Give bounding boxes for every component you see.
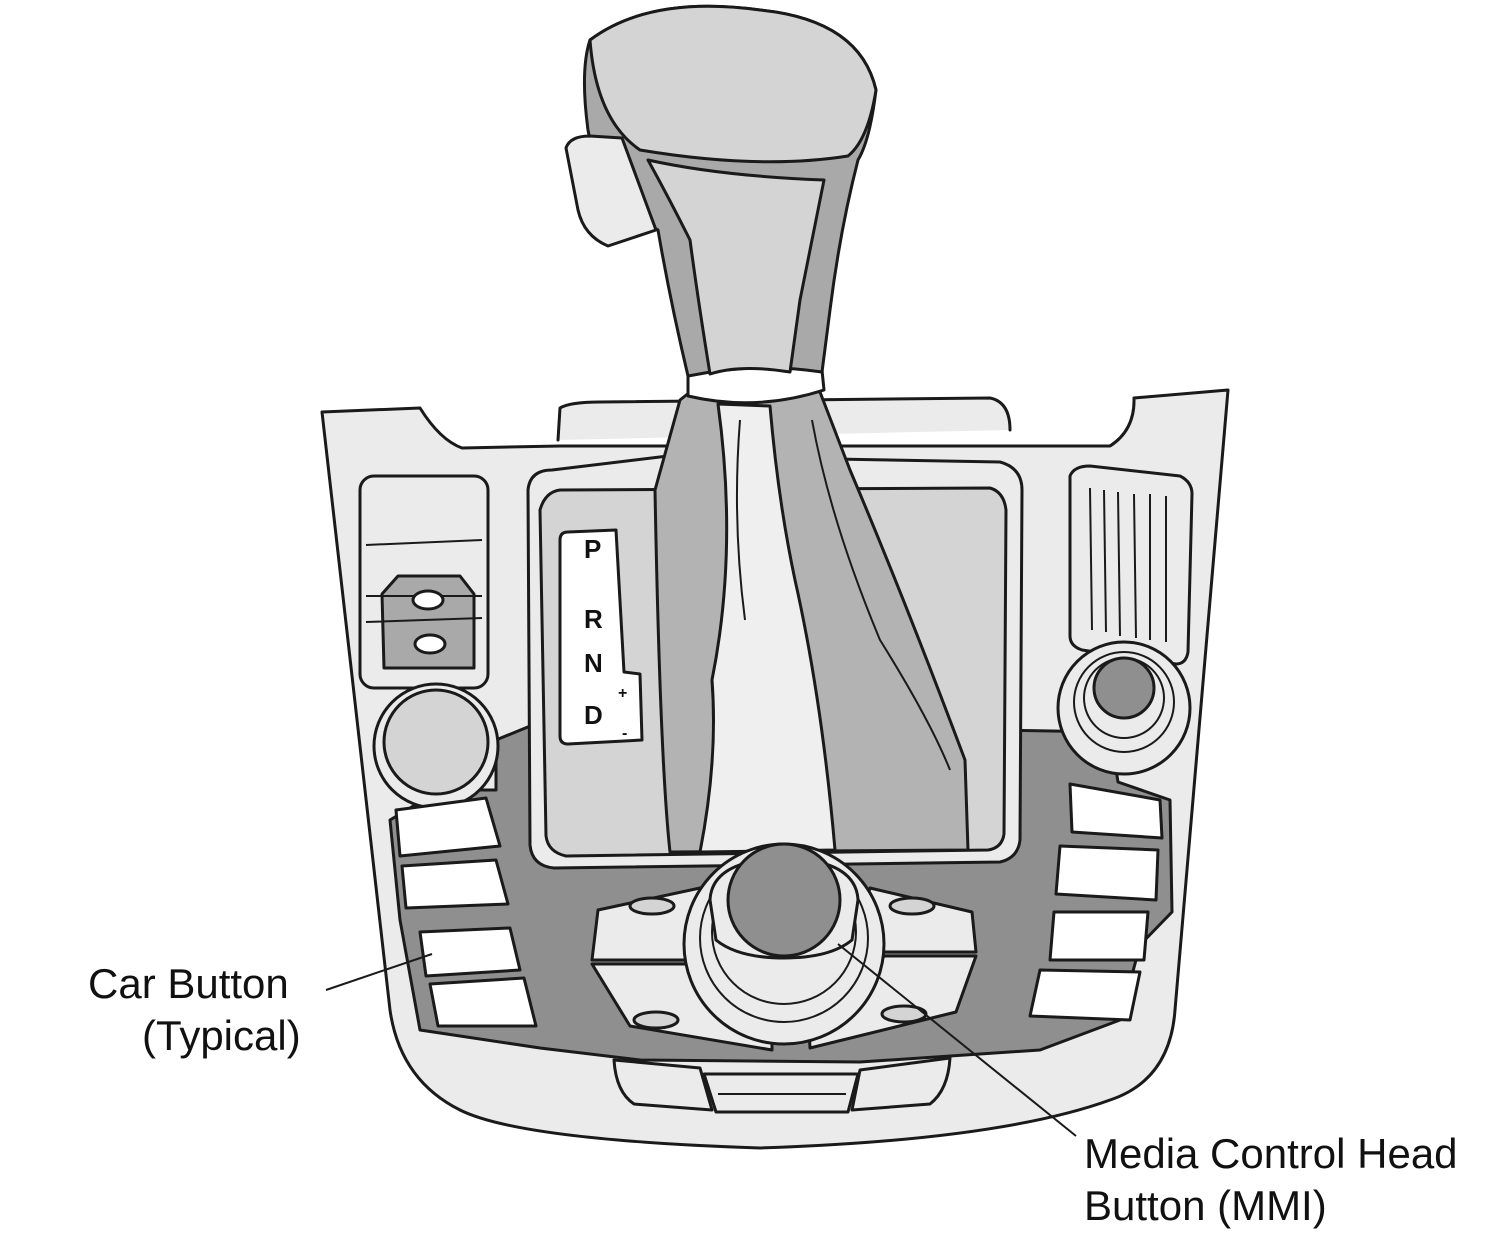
right-button-1[interactable] (1068, 782, 1164, 840)
gear-minus: - (622, 725, 627, 742)
mmi-button-label-line1: Media Control Head (1084, 1130, 1458, 1177)
bottom-button-left[interactable] (612, 1058, 714, 1112)
knob-release-button[interactable] (564, 134, 658, 248)
gear-plus: + (618, 685, 627, 702)
car-button-label: Car Button (Typical) (88, 958, 301, 1062)
bottom-button-right[interactable] (850, 1056, 952, 1112)
right-button-4[interactable] (1028, 968, 1142, 1022)
gear-r: R (584, 604, 603, 634)
left-car-buttons (394, 796, 538, 1028)
left-button-4[interactable] (428, 976, 538, 1028)
left-button-1[interactable] (394, 796, 502, 858)
car-button-leader (325, 953, 433, 991)
right-grille (1068, 464, 1194, 666)
car-button-label-line1: Car Button (88, 960, 289, 1007)
gear-d: D (584, 700, 603, 730)
car-button-label-line2: (Typical) (142, 1012, 301, 1059)
mmi-button-label: Media Control Head Button (MMI) (1084, 1128, 1458, 1232)
right-button-2[interactable] (1054, 844, 1160, 902)
gear-indicator (558, 528, 644, 746)
right-car-buttons (1028, 782, 1164, 1022)
gear-p: P (584, 534, 601, 564)
mmi-leader (837, 943, 1077, 1137)
left-button-3[interactable] (418, 926, 522, 978)
right-button-3[interactable] (1048, 910, 1150, 962)
left-button-2[interactable] (400, 858, 510, 910)
gear-n: N (584, 648, 603, 678)
mmi-button-label-line2: Button (MMI) (1084, 1182, 1327, 1229)
